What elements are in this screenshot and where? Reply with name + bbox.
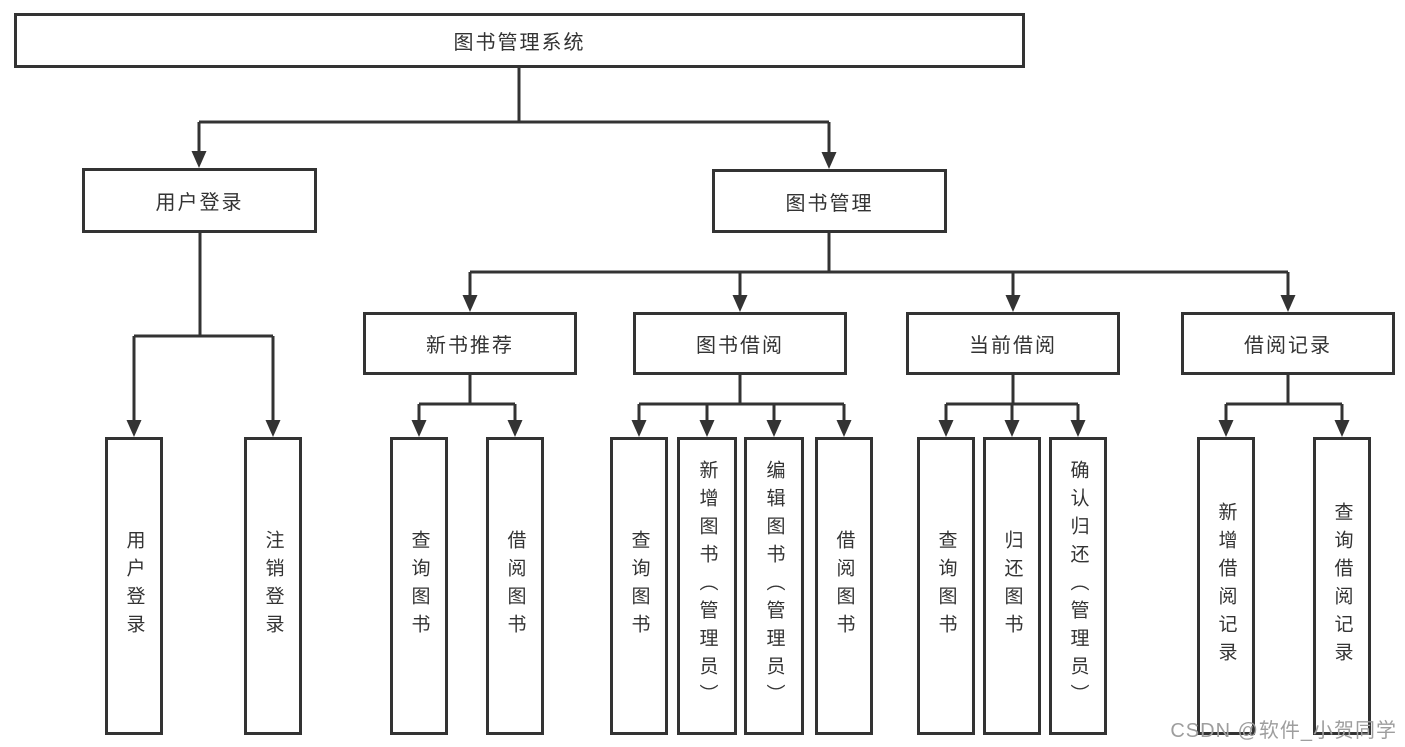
node-logout-action-label: 注销登录 (262, 530, 284, 642)
node-user-login-action: 用户登录 (105, 437, 163, 735)
node-current-borrowing: 当前借阅 (906, 312, 1120, 375)
node-query-books-recommend: 查询图书 (390, 437, 448, 735)
node-root-system: 图书管理系统 (14, 13, 1025, 68)
node-query-books-current-label: 查询图书 (935, 530, 957, 642)
node-add-borrow-record-label: 新增借阅记录 (1215, 502, 1237, 670)
node-add-books-admin-label: 新增图书（管理员） (696, 460, 718, 712)
node-return-books: 归还图书 (983, 437, 1041, 735)
node-query-borrow-record-label: 查询借阅记录 (1331, 502, 1353, 670)
node-book-borrowing: 图书借阅 (633, 312, 847, 375)
node-borrow-books-recommend-label: 借阅图书 (504, 530, 526, 642)
node-query-books-borrow-label: 查询图书 (628, 530, 650, 642)
node-confirm-return-admin: 确认归还（管理员） (1049, 437, 1107, 735)
node-borrowing-records: 借阅记录 (1181, 312, 1395, 375)
node-current-borrowing-label: 当前借阅 (969, 335, 1057, 357)
node-borrow-books-action: 借阅图书 (815, 437, 873, 735)
node-query-borrow-record: 查询借阅记录 (1313, 437, 1371, 735)
node-root-system-label: 图书管理系统 (453, 32, 586, 54)
node-borrowing-records-label: 借阅记录 (1244, 335, 1332, 357)
node-query-books-recommend-label: 查询图书 (408, 530, 430, 642)
node-book-management-label: 图书管理 (785, 192, 874, 215)
watermark-text: CSDN @软件_小贺同学 (1170, 720, 1397, 742)
node-borrow-books-recommend: 借阅图书 (486, 437, 544, 735)
node-query-books-borrow: 查询图书 (610, 437, 668, 735)
node-borrow-books-action-label: 借阅图书 (833, 530, 855, 642)
node-add-books-admin: 新增图书（管理员） (677, 437, 737, 735)
node-book-management: 图书管理 (712, 169, 947, 233)
node-add-borrow-record: 新增借阅记录 (1197, 437, 1255, 735)
node-book-borrowing-label: 图书借阅 (696, 335, 784, 357)
node-query-books-current: 查询图书 (917, 437, 975, 735)
node-user-login: 用户登录 (82, 168, 317, 233)
node-user-login-label: 用户登录 (155, 192, 244, 214)
node-edit-books-admin-label: 编辑图书（管理员） (763, 460, 785, 712)
node-return-books-label: 归还图书 (1001, 530, 1023, 642)
node-confirm-return-admin-label: 确认归还（管理员） (1067, 460, 1089, 712)
node-logout-action: 注销登录 (244, 437, 302, 735)
node-edit-books-admin: 编辑图书（管理员） (744, 437, 804, 735)
node-new-book-recommend-label: 新书推荐 (426, 335, 514, 357)
node-new-book-recommend: 新书推荐 (363, 312, 577, 375)
node-user-login-action-label: 用户登录 (123, 530, 145, 642)
